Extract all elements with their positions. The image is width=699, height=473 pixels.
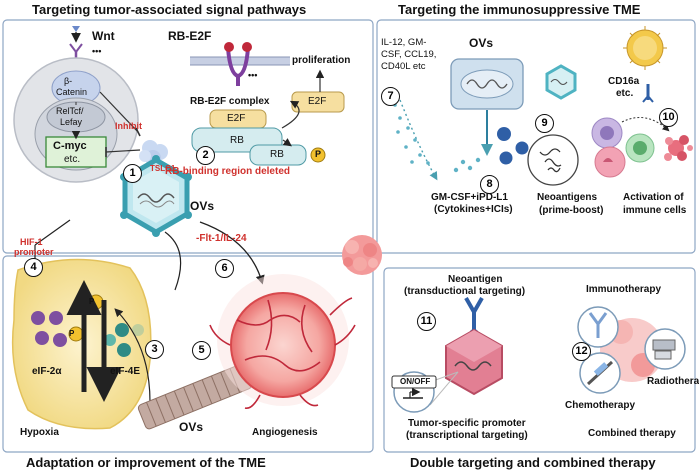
neoantigens-label-2: (prime-boost) (539, 205, 604, 216)
angiogenesis-tumor-icon (209, 274, 356, 410)
cd16a-label-1: CD16a (608, 76, 640, 87)
eif4e-label: eIF-4E (110, 366, 141, 377)
step-number-10: 10 (659, 108, 678, 127)
hif-label-1: HIF-1 (20, 237, 43, 247)
proliferation-label: proliferation (292, 55, 351, 66)
neoantigen-dna-icon (527, 134, 579, 186)
step-number-5: 5 (192, 341, 211, 360)
eif2a-label: eIF-2α (32, 366, 62, 377)
rb-e2f-title: RB-E2F (168, 29, 212, 43)
rb-phosphate-label: P (315, 149, 322, 159)
beta-label-2: Catenin (56, 87, 88, 97)
cmyc-etc: etc. (64, 154, 81, 165)
membrane (190, 57, 290, 65)
panel-double-targeting (383, 267, 696, 453)
step-number-7: 7 (381, 87, 400, 106)
step-number-12: 12 (572, 342, 591, 361)
immuno-ovs-label: OVs (469, 36, 494, 50)
rb-complex-label: RB (230, 135, 244, 146)
immune-cells-icon (591, 117, 693, 178)
step-number-2: 2 (196, 146, 215, 165)
center-ovs-label: OVs (190, 199, 215, 213)
panel-signal-pathways (2, 19, 374, 254)
rb-e2f-complex-label: RB-E2F complex (190, 96, 270, 107)
step-number-8: 8 (480, 175, 499, 194)
combined-therapy-label: Combined therapy (588, 428, 676, 439)
chemotherapy-label: Chemotherapy (565, 400, 636, 411)
hypoxia-label: Hypoxia (20, 427, 59, 438)
reltcf-label-1: RelTcf/ (56, 106, 84, 116)
cd16a-label-2: etc. (616, 88, 634, 99)
step-number-9: 9 (535, 114, 554, 133)
phosphate-1-label: P (69, 329, 75, 338)
rb-free-label: RB (270, 149, 284, 160)
rb-dots: ••• (248, 70, 258, 80)
rb-phosphate (310, 147, 326, 163)
promoter-magnifier-icon (391, 371, 459, 413)
dendritic-virion-icon (623, 26, 667, 70)
e2f-complex-label: E2F (227, 113, 246, 124)
cytokines-label-3: CD40L etc (381, 61, 426, 72)
inhibit-label: Inhibit (115, 121, 142, 131)
flt-label: -Flt-1/IL-24 (196, 233, 247, 244)
step-number-6: 6 (215, 259, 234, 278)
panel-tme (2, 255, 374, 453)
promoter-label-1: Tumor-specific promoter (408, 418, 526, 429)
gmcsf-label-1: GM-CSF+iPD-L1 (431, 192, 508, 203)
step-number-1: 1 (123, 164, 142, 183)
hif-label-2: promoter (14, 247, 54, 257)
combined-therapy-icon (577, 306, 686, 394)
gmcsf-label-2: (Cytokines+ICIs) (434, 204, 513, 215)
ovs-virion-icon (450, 58, 524, 110)
activation-label-2: immune cells (623, 205, 687, 216)
phosphate-2-label: P (89, 297, 95, 306)
beta-label-1: β- (64, 76, 73, 86)
wnt-dots: ••• (92, 46, 102, 56)
immunotherapy-label: Immunotherapy (586, 284, 662, 295)
reltcf-label-2: Lefay (60, 117, 83, 127)
cmyc-label: C-myc (53, 140, 87, 152)
cytokines-label-1: IL-12, GM- (381, 37, 427, 48)
ici-balls-icon (497, 127, 529, 165)
neoantigen-label-2: (transductional targeting) (404, 286, 526, 297)
promoter-label-2: (transcriptional targeting) (406, 430, 528, 441)
activation-label-1: Activation of (623, 192, 684, 203)
neoantigen-targeting-icon (445, 297, 503, 396)
rb-free-box (249, 144, 307, 166)
rb-deleted-label: RB-binding region deleted (165, 166, 290, 177)
step-number-4: 4 (24, 258, 43, 277)
neoantigens-label-1: Neoantigens (537, 192, 598, 203)
title-double-targeting: Double targeting and combined therapy (410, 455, 656, 470)
wnt-receptor-icon (69, 26, 83, 62)
eif4e-molecules-icon (104, 323, 144, 357)
angiogenesis-label: Angiogenesis (252, 427, 318, 438)
title-tme: Adaptation or improvement of the TME (26, 455, 266, 470)
onoff-label: ON/OFF (400, 377, 431, 386)
neoantigen-label-1: Neoantigen (448, 274, 503, 285)
rb-receptor-icon (224, 42, 252, 86)
tslc1-label: TSLC1 (150, 164, 176, 173)
neoantigen-hex-icon (545, 64, 577, 100)
wnt-label: Wnt (92, 29, 115, 43)
cytokines-label-2: CSF, CCL19, (381, 49, 437, 60)
step-number-3: 3 (145, 340, 164, 359)
radiotherapy-label: Radiotherapy (647, 376, 699, 387)
title-immunosuppressive: Targeting the immunosuppressive TME (398, 2, 641, 17)
title-signal-pathways: Targeting tumor-associated signal pathwa… (32, 2, 307, 17)
panel-immunosuppressive (376, 19, 696, 254)
central-tumor-icon (342, 235, 382, 275)
tme-ovs-label: OVs (179, 420, 204, 434)
step-number-11: 11 (417, 312, 436, 331)
cytokine-dots-icon (393, 103, 481, 173)
purple-molecules-icon (31, 311, 67, 347)
e2f-free-label: E2F (308, 96, 327, 107)
